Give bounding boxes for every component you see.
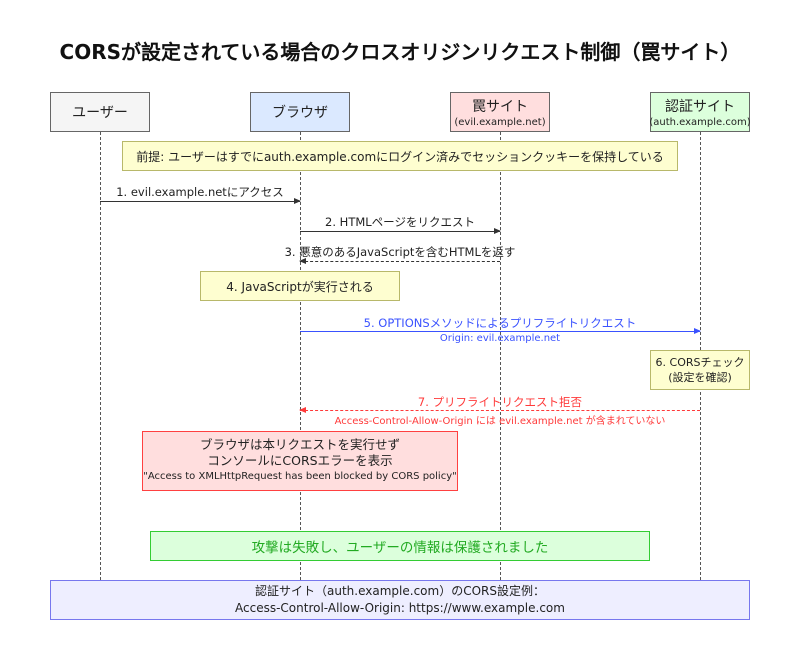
message-2-label: 2. HTMLページをリクエスト [325, 215, 475, 229]
cors-check-note: 6. CORSチェック (設定を確認) [650, 350, 750, 390]
cors-config-header: Access-Control-Allow-Origin: https://www… [235, 601, 565, 615]
cors-config-heading: 認証サイト（auth.example.com）のCORS設定例： [255, 584, 545, 598]
message-3-label: 3. 悪意のあるJavaScriptを含むHTMLを返す [284, 245, 516, 259]
message-2-arrow [300, 228, 501, 234]
actor-evil-site-name: 罠サイト [472, 99, 528, 115]
actor-auth-site-domain: (auth.example.com) [649, 117, 751, 128]
cors-error-line-1: ブラウザは本リクエストを実行せず [199, 437, 400, 452]
actor-user: ユーザー [50, 92, 150, 132]
message-5-label: 5. OPTIONSメソッドによるプリフライトリクエスト [363, 316, 637, 330]
attack-failed-note: 攻撃は失敗し、ユーザーの情報は保護されました [150, 531, 650, 561]
message-1-label: 1. evil.example.netにアクセス [116, 185, 284, 199]
actor-evil-site-domain: (evil.example.net) [454, 117, 546, 128]
message-5-arrow [300, 328, 701, 334]
cors-check-detail: (設定を確認) [668, 371, 732, 384]
lifeline-evil-site [500, 132, 501, 580]
js-executed-note: 4. JavaScriptが実行される [200, 271, 400, 301]
actor-browser: ブラウザ [250, 92, 350, 132]
lifeline-browser [300, 132, 301, 580]
actor-user-name: ユーザー [72, 105, 128, 121]
cors-config-example: 認証サイト（auth.example.com）のCORS設定例： Access-… [50, 580, 750, 620]
actor-evil-site: 罠サイト (evil.example.net) [450, 92, 550, 132]
actor-auth-site: 認証サイト (auth.example.com) [649, 92, 751, 132]
message-7-reason: Access-Control-Allow-Origin には evil.exam… [334, 416, 666, 427]
actor-auth-site-name: 認証サイト [665, 99, 735, 115]
message-5-origin: Origin: evil.example.net [439, 333, 561, 344]
diagram-title: CORSが設定されている場合のクロスオリジンリクエスト制御（罠サイト） [59, 40, 741, 64]
cors-error-message: "Access to XMLHttpRequest has been block… [143, 471, 457, 482]
message-1-arrow [100, 198, 301, 204]
cors-error-line-2: コンソールにCORSエラーを表示 [207, 453, 393, 468]
premise-note: 前提: ユーザーはすでにauth.example.comにログイン済みでセッショ… [122, 141, 678, 171]
cors-error-note: ブラウザは本リクエストを実行せず コンソールにCORSエラーを表示 "Acces… [142, 431, 458, 491]
message-7-arrow [299, 407, 700, 413]
actor-browser-name: ブラウザ [272, 105, 328, 121]
message-3-arrow [299, 258, 500, 264]
message-7-label: 7. プリフライトリクエスト拒否 [417, 395, 583, 409]
cors-check-title: 6. CORSチェック [655, 356, 745, 369]
lifeline-user [100, 132, 101, 580]
